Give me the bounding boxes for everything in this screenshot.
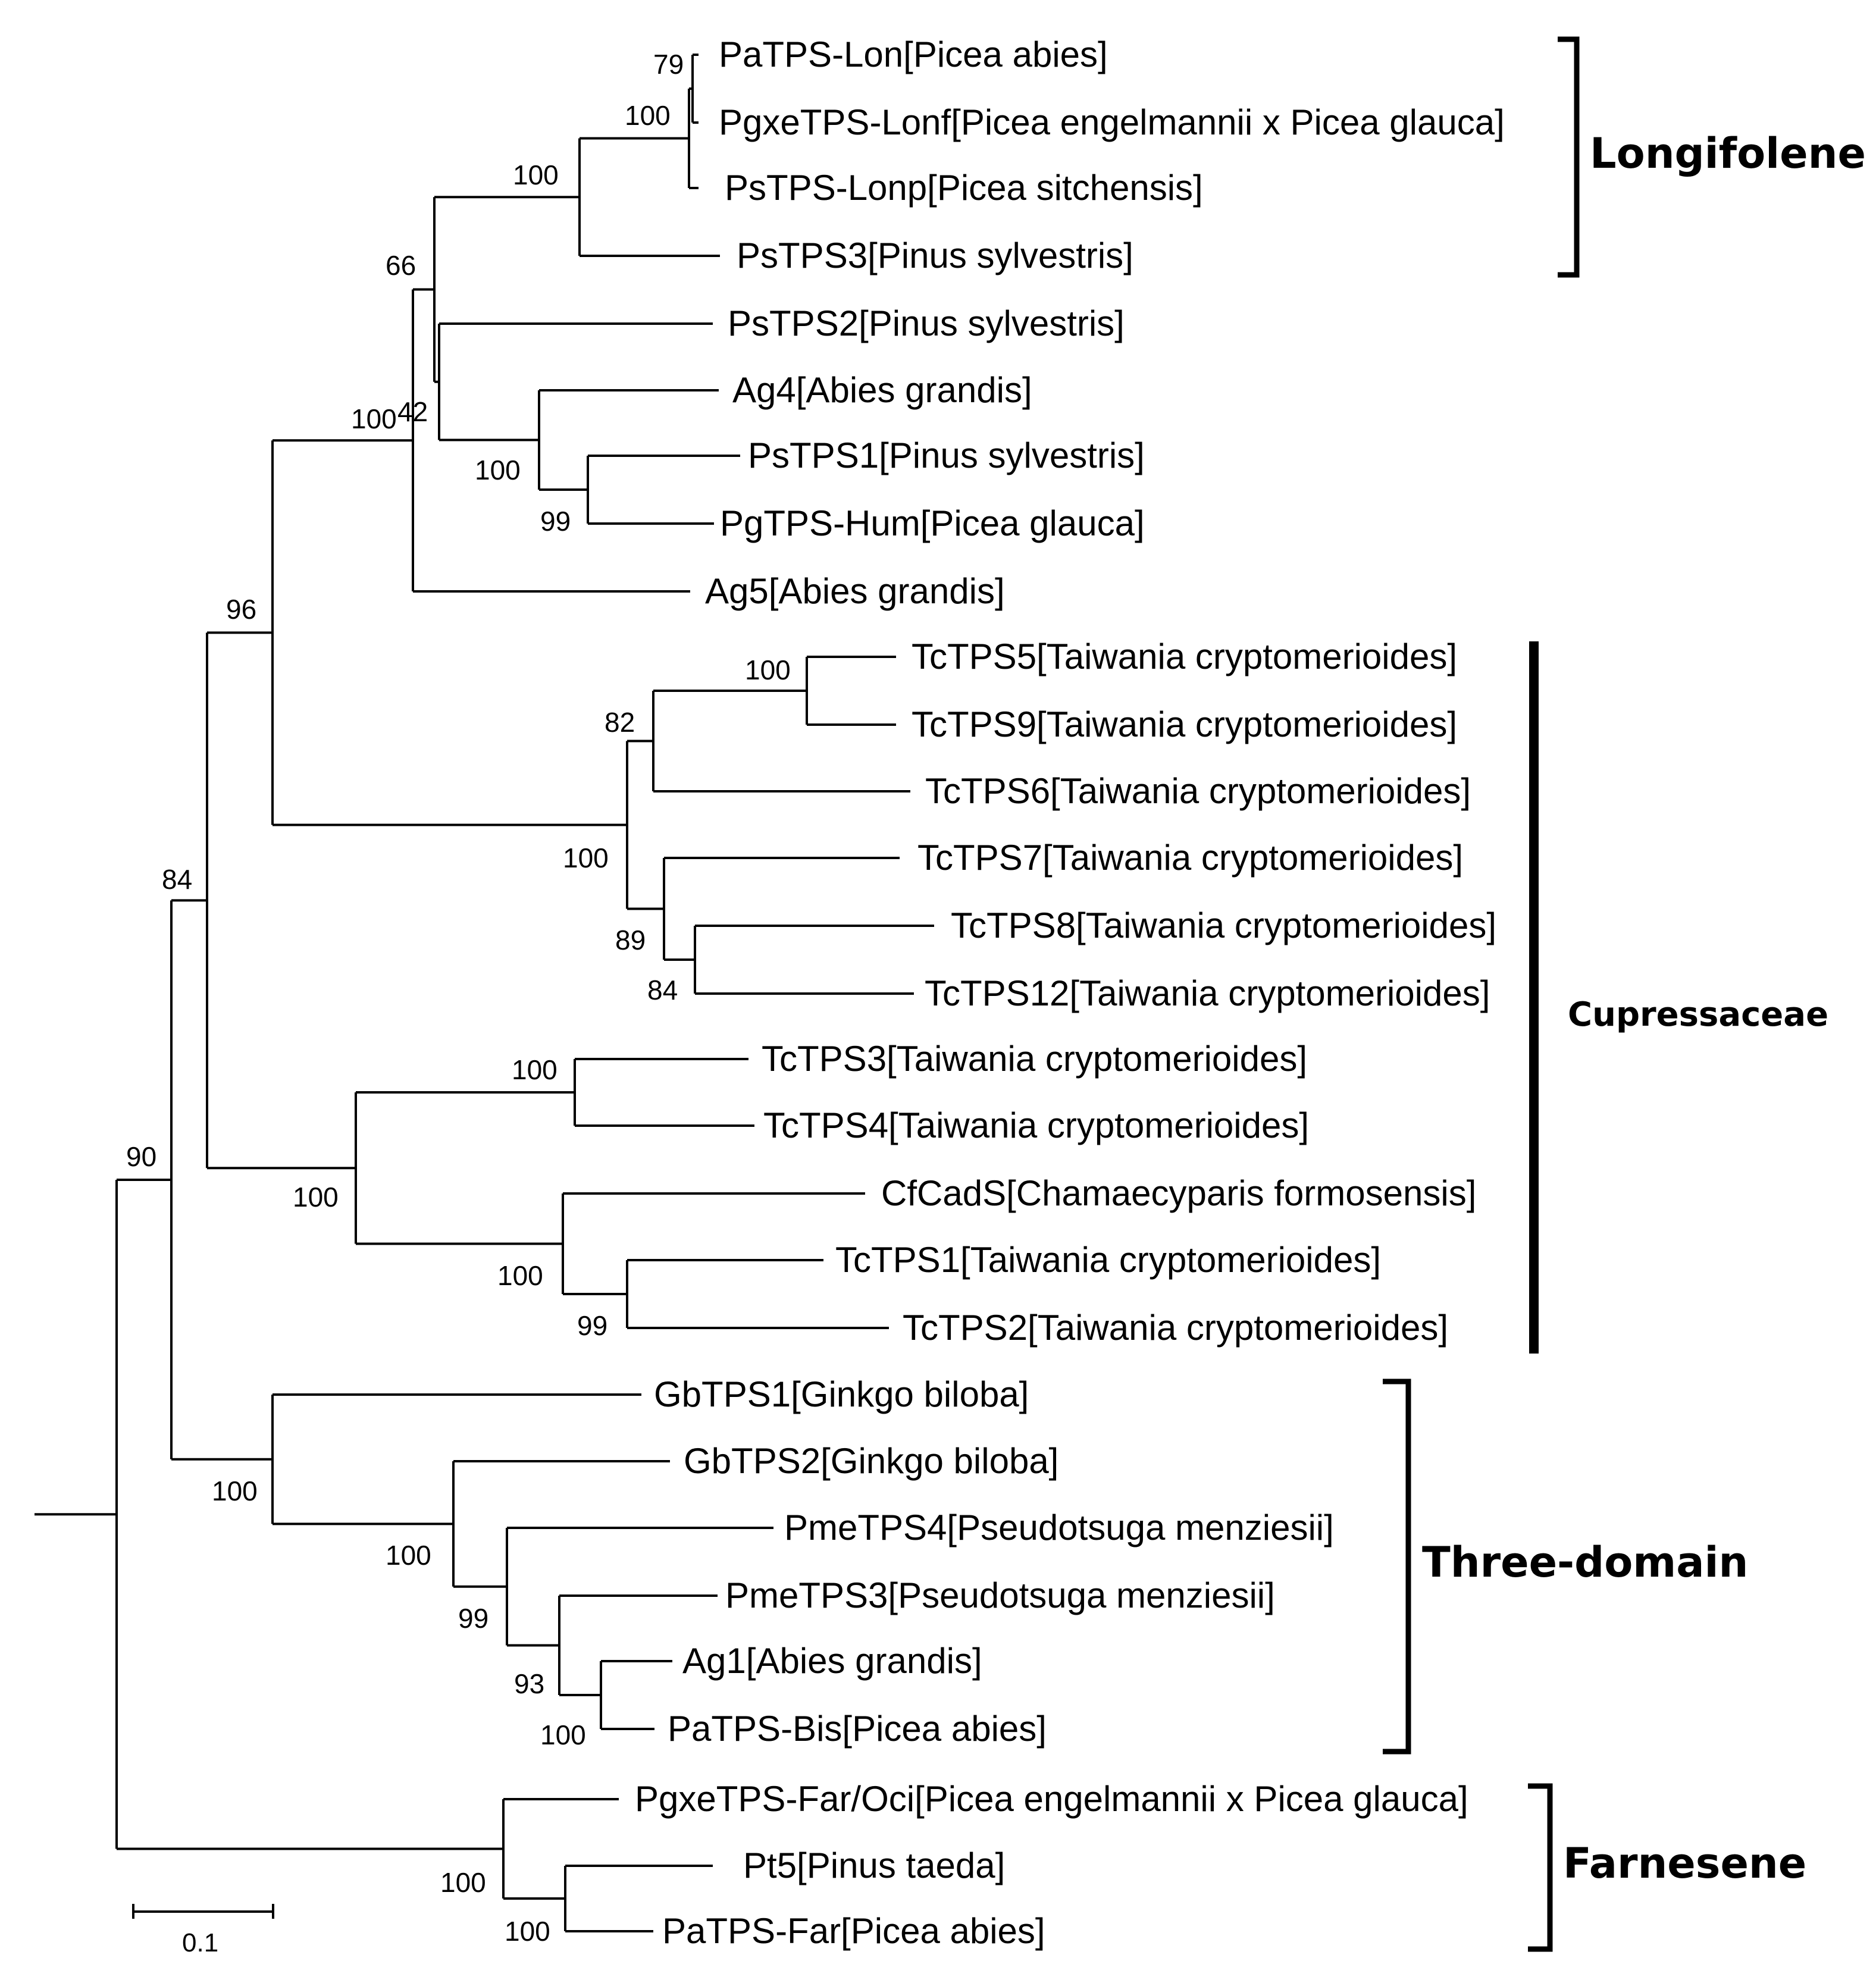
taxon-label: TcTPS9[Taiwania cryptomerioides] (912, 704, 1457, 744)
group-cupressaceae: Cupressaceae (1529, 641, 1828, 1354)
bootstrap-value: 82 (605, 707, 635, 738)
bootstrap-value: 90 (126, 1141, 156, 1172)
bootstrap-value: 93 (514, 1668, 544, 1699)
bootstrap-value: 96 (226, 594, 256, 625)
group-label-three-domain: Three-domain (1422, 1538, 1748, 1587)
group-farnesene: Farnesene (1528, 1783, 1806, 1952)
bootstrap-value: 100 (351, 403, 397, 434)
taxon-label: Ag4[Abies grandis] (732, 370, 1032, 410)
taxon-label: PaTPS-Bis[Picea abies] (668, 1709, 1047, 1749)
bootstrap-value: 84 (647, 975, 678, 1005)
scale-bar: 0.1 (132, 1904, 274, 1957)
taxon-label: PsTPS2[Pinus sylvestris] (728, 303, 1125, 343)
scale-bar-line (132, 1904, 274, 1919)
bootstrap-value: 99 (577, 1310, 607, 1341)
bootstrap-value: 100 (497, 1260, 543, 1291)
bootstrap-value: 66 (386, 250, 416, 281)
bootstrap-value: 100 (512, 1054, 558, 1085)
taxon-label: TcTPS1[Taiwania cryptomerioides] (835, 1240, 1381, 1280)
bootstrap-value: 100 (513, 159, 559, 190)
group-label-cupressaceae: Cupressaceae (1568, 995, 1828, 1034)
taxon-label: Ag1[Abies grandis] (682, 1641, 982, 1681)
scale-bar-label: 0.1 (182, 1928, 218, 1957)
farnesene-bracket (1528, 1783, 1553, 1952)
taxon-label: TcTPS4[Taiwania cryptomerioides] (763, 1105, 1309, 1145)
taxon-label: TcTPS7[Taiwania cryptomerioides] (917, 838, 1463, 878)
taxon-label: TcTPS2[Taiwania cryptomerioides] (903, 1308, 1448, 1348)
taxon-labels: PaTPS-Lon[Picea abies] PgxeTPS-Lonf[Picea… (635, 35, 1505, 1951)
group-longifolene: Longifolene (1558, 36, 1866, 278)
taxon-label: PgTPS-Hum[Picea glauca] (720, 503, 1145, 543)
taxon-label: TcTPS6[Taiwania cryptomerioides] (925, 771, 1471, 811)
bootstrap-value: 100 (212, 1475, 258, 1506)
bootstrap-value: 100 (293, 1182, 339, 1213)
bootstrap-value: 84 (162, 864, 192, 895)
taxon-label: GbTPS1[Ginkgo biloba] (654, 1374, 1029, 1414)
taxon-label: CfCadS[Chamaecyparis formosensis] (881, 1173, 1476, 1213)
bootstrap-value: 79 (653, 49, 684, 80)
bootstrap-value: 100 (745, 654, 791, 685)
taxon-label: TcTPS5[Taiwania cryptomerioides] (912, 637, 1457, 676)
taxon-label: PaTPS-Far[Picea abies] (662, 1911, 1045, 1951)
bootstrap-value: 99 (458, 1603, 488, 1634)
taxon-label: PaTPS-Lon[Picea abies] (719, 35, 1108, 74)
taxon-label: Ag5[Abies grandis] (705, 571, 1005, 611)
group-three-domain: Three-domain (1383, 1379, 1748, 1755)
taxon-label: PmeTPS4[Pseudotsuga menziesii] (784, 1508, 1334, 1547)
tree-branches (35, 54, 934, 1932)
taxon-label: TcTPS12[Taiwania cryptomerioides] (925, 973, 1490, 1013)
three-domain-bracket (1383, 1379, 1411, 1755)
taxon-label: TcTPS8[Taiwania cryptomerioides] (951, 906, 1496, 945)
taxon-label: PgxeTPS-Lonf[Picea engelmannii x Picea g… (719, 102, 1505, 142)
bootstrap-value: 100 (440, 1867, 486, 1898)
bootstrap-value: 89 (615, 925, 646, 956)
bootstrap-value: 100 (563, 842, 609, 873)
bootstrap-value: 100 (505, 1916, 550, 1947)
group-label-longifolene: Longifolene (1590, 129, 1866, 178)
taxon-label: GbTPS2[Ginkgo biloba] (684, 1441, 1058, 1481)
bootstrap-value: 100 (540, 1719, 586, 1750)
bootstrap-value: 100 (386, 1540, 431, 1571)
bootstrap-value: 99 (540, 506, 571, 537)
taxon-label: PsTPS3[Pinus sylvestris] (737, 236, 1133, 275)
bootstrap-value: 42 (397, 396, 428, 427)
bootstrap-value: 100 (475, 455, 521, 485)
taxon-label: Pt5[Pinus taeda] (743, 1846, 1005, 1885)
group-label-farnesene: Farnesene (1563, 1839, 1806, 1888)
taxon-label: PsTPS1[Pinus sylvestris] (748, 436, 1145, 475)
taxon-label: PmeTPS3[Pseudotsuga menziesii] (725, 1575, 1275, 1615)
taxon-label: PsTPS-Lonp[Picea sitchensis] (725, 168, 1203, 208)
bootstrap-value: 100 (625, 100, 671, 131)
taxon-label: TcTPS3[Taiwania cryptomerioides] (762, 1039, 1307, 1079)
taxon-label: PgxeTPS-Far/Oci[Picea engelmannii x Pice… (635, 1779, 1468, 1819)
longifolene-bracket (1558, 36, 1580, 278)
